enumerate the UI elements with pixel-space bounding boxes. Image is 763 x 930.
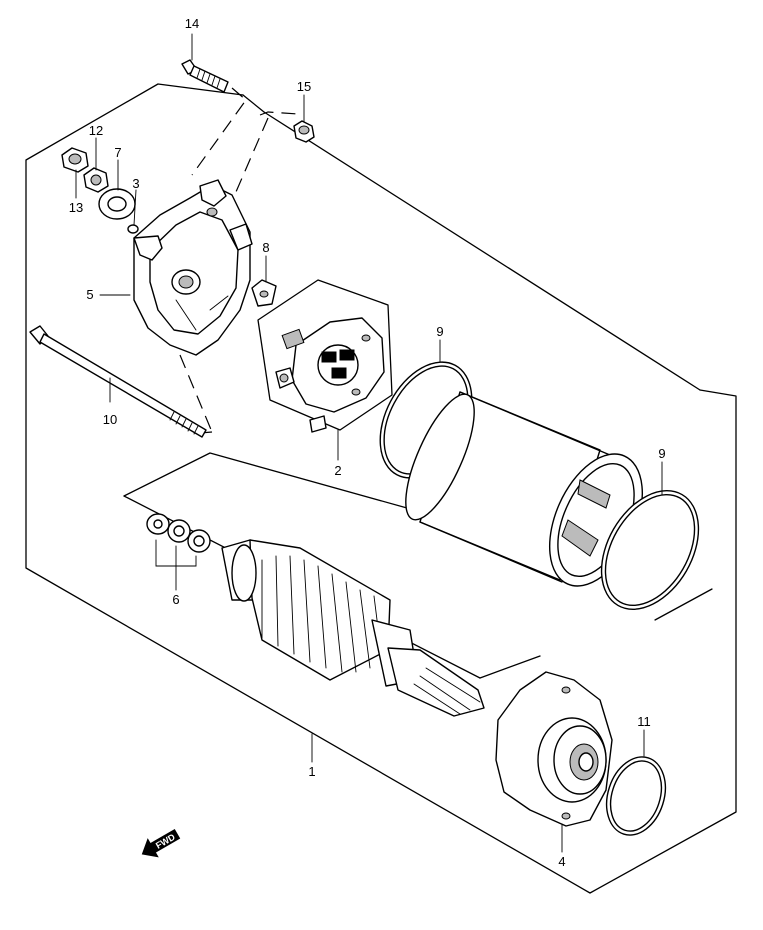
callout-2: 2 [334, 463, 341, 478]
callouts: 14 15 12 7 3 13 8 5 9 10 2 9 6 11 1 4 [69, 16, 666, 869]
oring-9-lower[interactable] [582, 474, 719, 627]
callout-9-lower: 9 [658, 446, 665, 461]
callout-12: 12 [89, 123, 103, 138]
callout-9-upper: 9 [436, 324, 443, 339]
washers-6[interactable] [146, 513, 211, 553]
callout-6: 6 [172, 592, 179, 607]
leader-lines [75, 33, 663, 853]
callout-5: 5 [86, 287, 93, 302]
callout-10: 10 [103, 412, 117, 427]
forward-arrow-icon: FWD [141, 828, 181, 858]
plate-8[interactable] [251, 279, 277, 307]
callout-8: 8 [262, 240, 269, 255]
nut-12[interactable] [83, 167, 109, 193]
callout-14: 14 [185, 16, 199, 31]
bolt-14[interactable] [181, 59, 229, 93]
callout-13: 13 [69, 200, 83, 215]
callout-7: 7 [114, 145, 121, 160]
nut-13[interactable] [61, 147, 89, 173]
callout-11: 11 [637, 714, 651, 729]
through-bolt-10[interactable] [29, 325, 207, 438]
oring-3[interactable] [127, 224, 139, 234]
rear-housing-5[interactable] [133, 179, 253, 356]
oring-11[interactable] [597, 749, 675, 842]
front-housing-4[interactable] [495, 671, 613, 827]
brush-holder-2[interactable] [257, 279, 393, 433]
nut-15[interactable] [293, 120, 315, 143]
callout-1: 1 [308, 764, 315, 779]
assembly-frame [25, 83, 737, 894]
callout-3: 3 [132, 176, 139, 191]
callout-4: 4 [558, 854, 565, 869]
washer-7[interactable] [98, 188, 136, 220]
armature-1[interactable] [221, 539, 485, 717]
callout-15: 15 [297, 79, 311, 94]
